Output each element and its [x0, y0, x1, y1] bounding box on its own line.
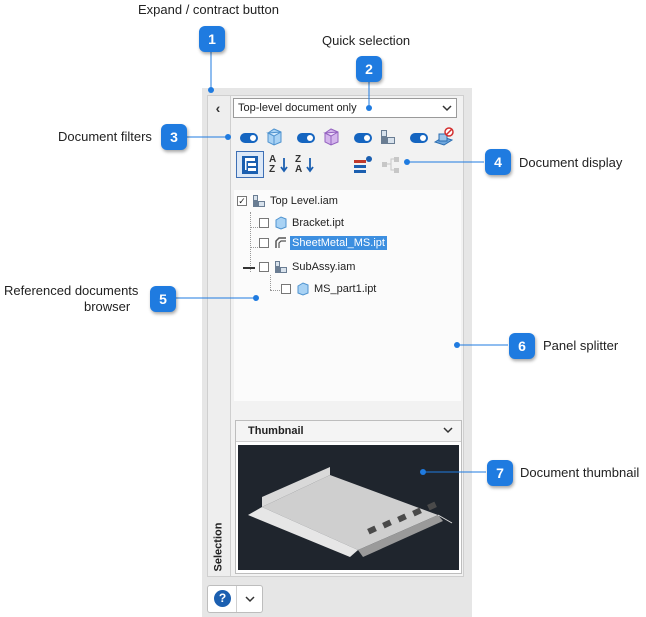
callout-text-5a: Referenced documents [4, 283, 139, 298]
thumbnail-header[interactable]: Thumbnail [236, 421, 461, 442]
tree-item[interactable]: MS_part1.ipt [281, 281, 376, 297]
checkbox[interactable] [259, 262, 269, 272]
part-icon [266, 128, 282, 146]
filter-toggle-exclude[interactable] [410, 133, 428, 143]
tree-item-label: Top Level.iam [270, 195, 338, 207]
tree-item[interactable]: SubAssy.iam [259, 259, 355, 275]
divider [236, 586, 237, 612]
callout-badge-5: 5 [150, 286, 176, 312]
hierarchy-icon[interactable] [380, 154, 402, 176]
checkbox[interactable] [281, 284, 291, 294]
tree-connector [270, 290, 280, 292]
sheetmetal-icon [323, 128, 339, 146]
chevron-down-icon[interactable] [245, 596, 255, 603]
assembly-icon [381, 130, 395, 144]
tree-view-icon [242, 156, 258, 174]
quick-selection-value: Top-level document only [238, 102, 357, 114]
expand-tree-icon[interactable] [352, 154, 374, 176]
callout-badge-7: 7 [487, 460, 513, 486]
callout-badge-1: 1 [199, 26, 225, 52]
callout-text-7: Document thumbnail [520, 465, 640, 480]
callout-text-5b: browser [84, 299, 131, 314]
tree-item-selected[interactable]: SheetMetal_MS.ipt [259, 235, 387, 251]
tree-item[interactable]: Bracket.ipt [259, 215, 344, 231]
tree-item-label: Bracket.ipt [292, 217, 344, 229]
arrow-down-icon [306, 158, 314, 173]
callout-badge-3: 3 [161, 124, 187, 150]
checkbox[interactable] [259, 218, 269, 228]
assembly-icon [253, 195, 265, 207]
tree-connector [270, 275, 272, 290]
document-thumbnail [238, 445, 459, 570]
part-icon [275, 216, 287, 230]
help-split-button[interactable]: ? [207, 585, 263, 613]
tree-item-label: SheetMetal_MS.ipt [290, 236, 387, 250]
tree-item-label: MS_part1.ipt [314, 283, 377, 295]
callout-text-2: Quick selection [322, 33, 411, 48]
arrow-down-icon [280, 158, 288, 173]
callout-text-6: Panel splitter [543, 338, 619, 353]
checkbox-checked[interactable]: ✓ [237, 196, 247, 206]
tab-strip [207, 95, 231, 577]
callout-badge-4: 4 [485, 149, 511, 175]
tree-item-label: SubAssy.iam [292, 261, 356, 273]
tree-connector [250, 212, 252, 272]
help-icon[interactable]: ? [214, 590, 231, 607]
tree-view-button[interactable] [236, 151, 264, 178]
assembly-icon [275, 261, 287, 273]
chevron-down-icon [443, 427, 453, 434]
checkbox[interactable] [259, 238, 269, 248]
callout-text-3: Document filters [58, 129, 152, 144]
chevron-left-icon[interactable]: ‹ [215, 100, 221, 116]
filter-toggle-part[interactable] [240, 133, 258, 143]
thumbnail-title: Thumbnail [248, 425, 304, 437]
sheetmetal-icon [275, 237, 286, 248]
callout-text-4: Document display [519, 155, 623, 170]
sheetmetal-thumbnail-image [248, 467, 453, 557]
thumbnail-panel: Thumbnail [235, 420, 462, 574]
tree-connector [250, 247, 260, 249]
callout-text-1: Expand / contract button [138, 2, 279, 17]
quick-selection-dropdown[interactable]: Top-level document only [233, 98, 457, 118]
referenced-documents-browser[interactable] [234, 190, 461, 401]
filter-toggle-assembly[interactable] [354, 133, 372, 143]
callout-badge-6: 6 [509, 333, 535, 359]
part-icon [297, 282, 309, 296]
filter-toggle-sheetmetal[interactable] [297, 133, 315, 143]
exclude-icon [433, 127, 454, 146]
tree-item[interactable]: ✓ Top Level.iam [237, 193, 338, 209]
collapse-minus-icon[interactable] [243, 267, 255, 269]
callout-badge-2: 2 [356, 56, 382, 82]
tree-connector [250, 227, 260, 229]
chevron-down-icon [442, 105, 452, 112]
